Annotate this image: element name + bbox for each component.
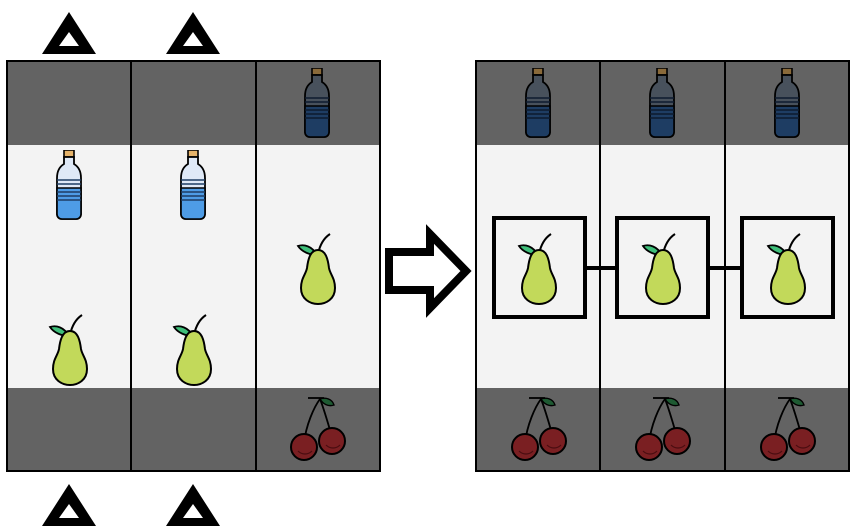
board-before (6, 12, 381, 526)
win-highlight-box (492, 216, 587, 319)
board-outline (475, 60, 850, 472)
triangle-marker-icon (166, 484, 220, 526)
board-after (475, 60, 850, 472)
triangle-marker-icon (166, 12, 220, 54)
triangle-marker-icon (42, 484, 96, 526)
board-outline (6, 60, 381, 472)
win-highlight-box (615, 216, 710, 319)
right-arrow-icon (385, 224, 472, 318)
triangle-marker-icon (42, 12, 96, 54)
win-highlight-box (740, 216, 835, 319)
